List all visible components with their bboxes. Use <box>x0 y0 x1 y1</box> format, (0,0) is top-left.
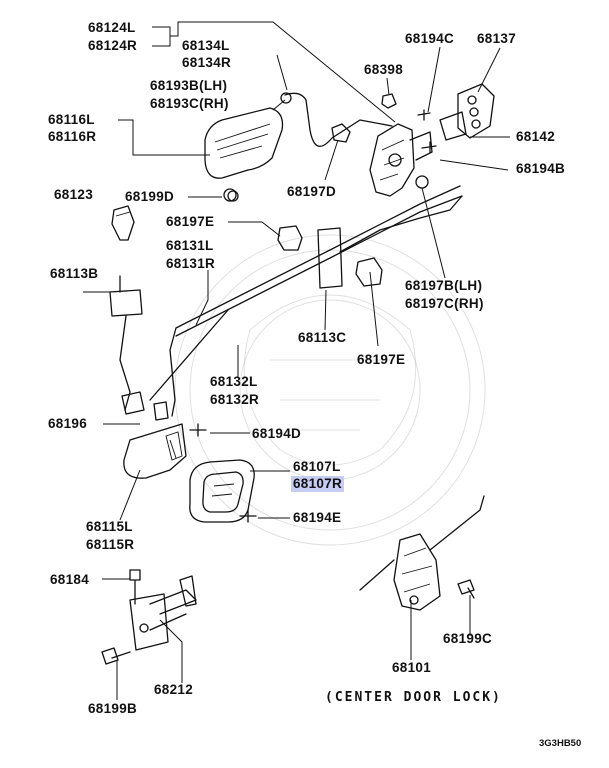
diagram-code: 3G3HB50 <box>539 738 582 749</box>
clip-68197E-top <box>277 225 303 251</box>
label-68137: 68137 <box>477 31 517 46</box>
label-68398: 68398 <box>364 62 404 77</box>
cap-68123 <box>111 205 135 241</box>
label-68113C: 68113C <box>298 330 347 345</box>
leader-lines <box>83 21 510 700</box>
label-68193C: 68193C(RH) <box>150 96 229 111</box>
center-door-lock <box>359 495 485 611</box>
label-68199B: 68199B <box>88 701 138 716</box>
label-68107L: 68107L <box>293 459 341 474</box>
center-door-lock-caption: (CENTER DOOR LOCK) <box>325 690 502 705</box>
label-68134L: 68134L <box>182 38 230 53</box>
lock-rods <box>149 185 463 417</box>
label-68184: 68184 <box>50 572 90 587</box>
label-68123: 68123 <box>54 187 94 202</box>
label-68193B: 68193B(LH) <box>150 78 228 93</box>
label-68197D: 68197D <box>287 184 337 199</box>
label-68115R: 68115R <box>86 537 135 552</box>
label-68197E-mid: 68197E <box>357 352 406 367</box>
screws <box>227 109 437 202</box>
label-68194C: 68194C <box>405 31 455 46</box>
label-68194D: 68194D <box>252 426 302 441</box>
label-68212: 68212 <box>154 682 194 697</box>
clip-68196 <box>153 401 169 421</box>
label-68132R: 68132R <box>210 392 260 407</box>
label-68107R: 68107R <box>291 476 345 492</box>
bolt-68184 <box>129 569 141 605</box>
label-68194B: 68194B <box>516 161 566 176</box>
label-68116L: 68116L <box>48 112 95 127</box>
inside-handle <box>123 423 187 479</box>
label-68132L: 68132L <box>210 374 258 389</box>
label-68124L: 68124L <box>88 20 136 35</box>
label-68101: 68101 <box>392 660 432 675</box>
striker-plate <box>439 83 495 141</box>
screw-68194E <box>239 509 257 523</box>
label-68131R: 68131R <box>166 256 216 271</box>
screw-68194D <box>189 423 207 437</box>
label-68134R: 68134R <box>182 55 232 70</box>
bolt-68199B <box>101 647 131 665</box>
label-68116R: 68116R <box>48 129 97 144</box>
label-68115L: 68115L <box>86 519 133 534</box>
label-68113B: 68113B <box>50 266 99 281</box>
label-68197E-top: 68197E <box>166 214 215 229</box>
label-68142: 68142 <box>516 129 556 144</box>
clip-68197E-mid <box>355 257 383 287</box>
inside-handle-bezel <box>189 459 255 523</box>
clip-68197B <box>415 175 429 189</box>
door-check <box>129 575 197 651</box>
bolt-68199C <box>457 579 475 599</box>
label-68131L: 68131L <box>166 238 214 253</box>
outside-handle-rod <box>284 92 393 147</box>
label-68124R: 68124R <box>88 38 138 53</box>
latch-assembly <box>369 123 433 197</box>
clip-68197D <box>331 123 351 143</box>
label-68199D: 68199D <box>125 189 175 204</box>
label-68197B: 68197B(LH) <box>405 278 483 293</box>
label-68194E: 68194E <box>293 510 342 525</box>
lock-knob-rod <box>109 275 145 415</box>
outside-handle <box>204 92 292 202</box>
label-68196: 68196 <box>48 416 88 431</box>
clip-68398 <box>381 93 397 109</box>
label-68199C: 68199C <box>443 631 493 646</box>
label-68197C: 68197C(RH) <box>405 296 484 311</box>
